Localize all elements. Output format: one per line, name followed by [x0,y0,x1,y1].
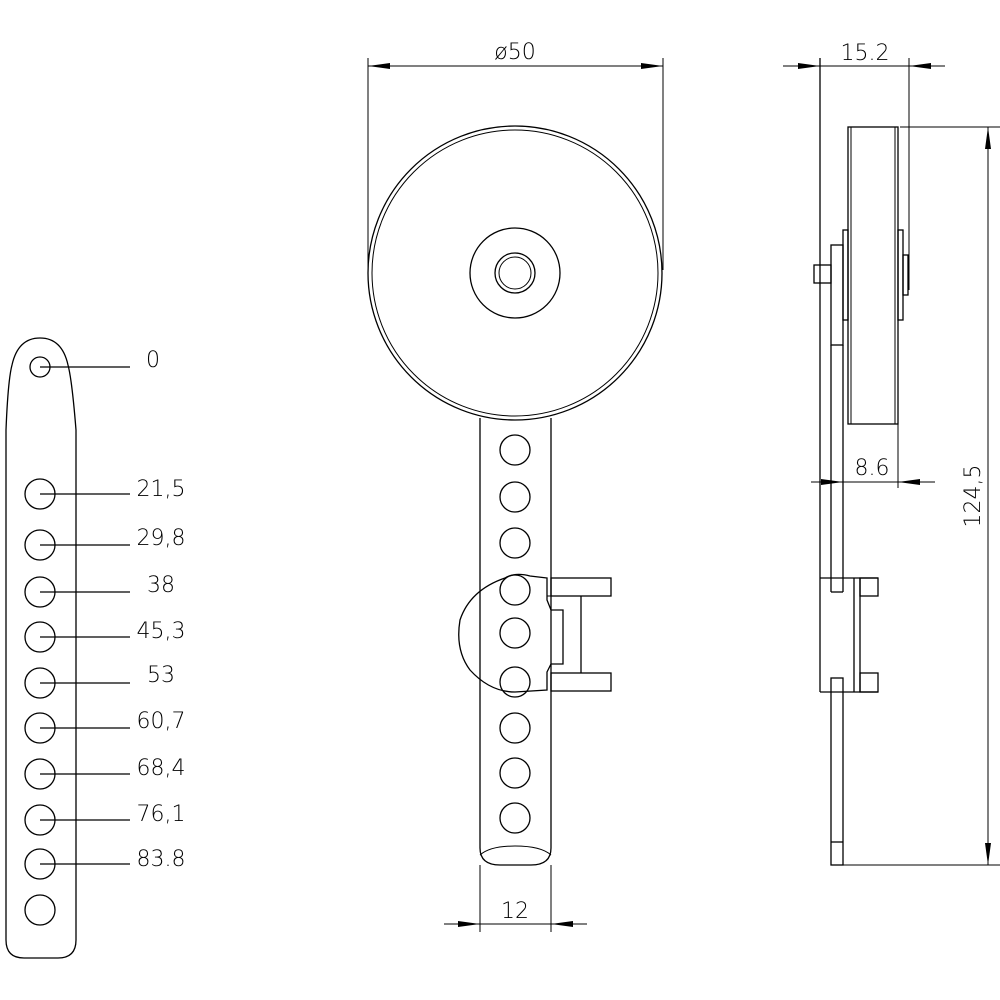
overall-height-label: 124,5 [961,465,986,528]
wheel-width-label: 8.6 [855,456,890,481]
wheel-rim [371,129,659,417]
dimension-overall-height: 124,5 [961,127,991,865]
axle [498,256,532,290]
dimension-diameter: ø50 [367,40,664,270]
hole-label: 29,8 [137,526,186,551]
clamp-jaw-side-top [859,577,879,597]
strip-outline [479,418,552,866]
strip-hole [499,757,531,789]
hole-label: 0 [146,348,160,373]
axle-nut [902,254,909,296]
clamp-body [458,573,564,693]
hole-label: 60,7 [137,709,186,734]
wheel-outer [367,125,663,421]
hole-label: 38 [147,573,175,598]
hole-position-arm: 0 21,5 29,8 38 45,3 53 60,7 68,4 76,1 83… [5,337,186,959]
strip-hole [499,481,531,513]
strip-hole [499,574,531,606]
mount-plate [830,244,844,346]
dimension-strip-width: 12 [444,865,587,932]
arm-holes [24,366,130,926]
hub-plate-left [842,229,849,321]
clamp-hole [499,617,531,649]
strip-hole [499,666,531,698]
hole-label: 76,1 [137,802,186,827]
wheel-side [847,126,899,425]
hole-label: 83.8 [137,847,186,872]
strip-hole [499,527,531,559]
arm-outline [5,337,77,959]
strip-hole [499,802,531,834]
front-view: ø50 12 [367,40,664,932]
strip-hole [499,712,531,744]
hole-label: 45,3 [137,619,186,644]
hole-label: 68,4 [137,756,186,781]
diameter-label: ø50 [494,40,535,65]
overall-width-label: 15.2 [841,41,890,66]
hub-plate-right [897,229,904,321]
strip-hole [499,434,531,466]
wheel-hub [469,227,561,319]
lower-strip-side [830,677,844,866]
hole-label: 21,5 [137,477,186,502]
clamp-jaw-side-bottom [859,672,879,693]
dimension-wheel-width: 8.6 [811,424,935,488]
axle-end [813,264,832,284]
strip-end [479,845,552,856]
strip-holes [499,434,531,834]
clamp-jaw-top [550,577,612,597]
strip-width-label: 12 [501,899,529,924]
dimension-overall-width: 15.2 [783,41,945,290]
axle-bore [494,252,536,294]
arm-hole [24,894,56,926]
side-view: 15.2 8.6 124,5 [783,41,1000,866]
hole-label: 53 [147,663,175,688]
hole-labels: 0 21,5 29,8 38 45,3 53 60,7 68,4 76,1 83… [137,348,186,872]
clamp-jaw-bottom [550,672,612,692]
